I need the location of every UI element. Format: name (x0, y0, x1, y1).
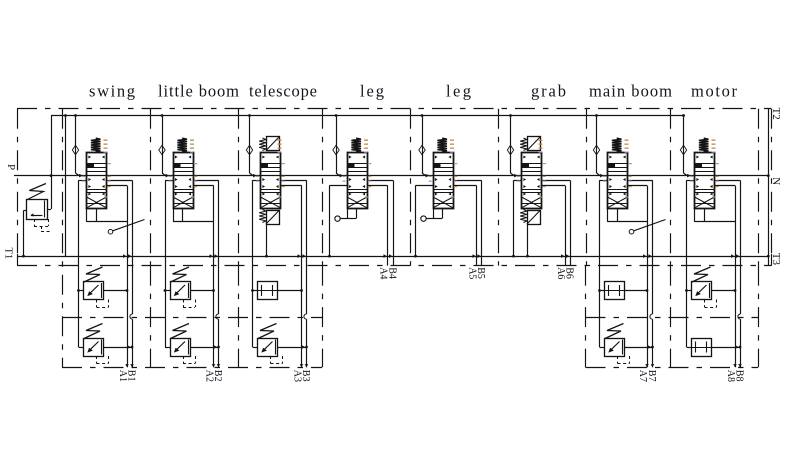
svg-text:A1: A1 (117, 370, 128, 382)
svg-text:A3: A3 (292, 370, 303, 382)
svg-text:B5: B5 (475, 267, 486, 279)
svg-text:T3: T3 (770, 253, 782, 266)
svg-text:A8: A8 (725, 370, 736, 382)
svg-text:N: N (770, 177, 782, 185)
svg-text:leg: leg (360, 82, 384, 101)
svg-text:swing: swing (89, 82, 135, 101)
svg-text:A2: A2 (204, 370, 215, 382)
svg-text:A7: A7 (637, 370, 648, 382)
svg-text:grab: grab (531, 82, 566, 101)
svg-text:B6: B6 (564, 267, 575, 279)
svg-text:T2: T2 (770, 108, 782, 120)
svg-text:A6: A6 (555, 267, 566, 279)
svg-text:B2: B2 (212, 370, 223, 382)
svg-text:B3: B3 (300, 370, 311, 382)
svg-text:P: P (5, 164, 17, 170)
svg-text:A5: A5 (467, 267, 478, 279)
svg-text:B4: B4 (387, 267, 398, 279)
svg-text:leg: leg (446, 82, 471, 101)
svg-text:B1: B1 (126, 370, 137, 382)
svg-text:main boom: main boom (589, 82, 672, 101)
svg-text:B8: B8 (734, 370, 745, 382)
svg-text:A4: A4 (378, 267, 389, 279)
svg-text:little boom: little boom (158, 82, 239, 101)
svg-text:T1: T1 (3, 248, 14, 260)
svg-text:telescope: telescope (249, 82, 317, 101)
svg-text:B7: B7 (646, 370, 657, 382)
